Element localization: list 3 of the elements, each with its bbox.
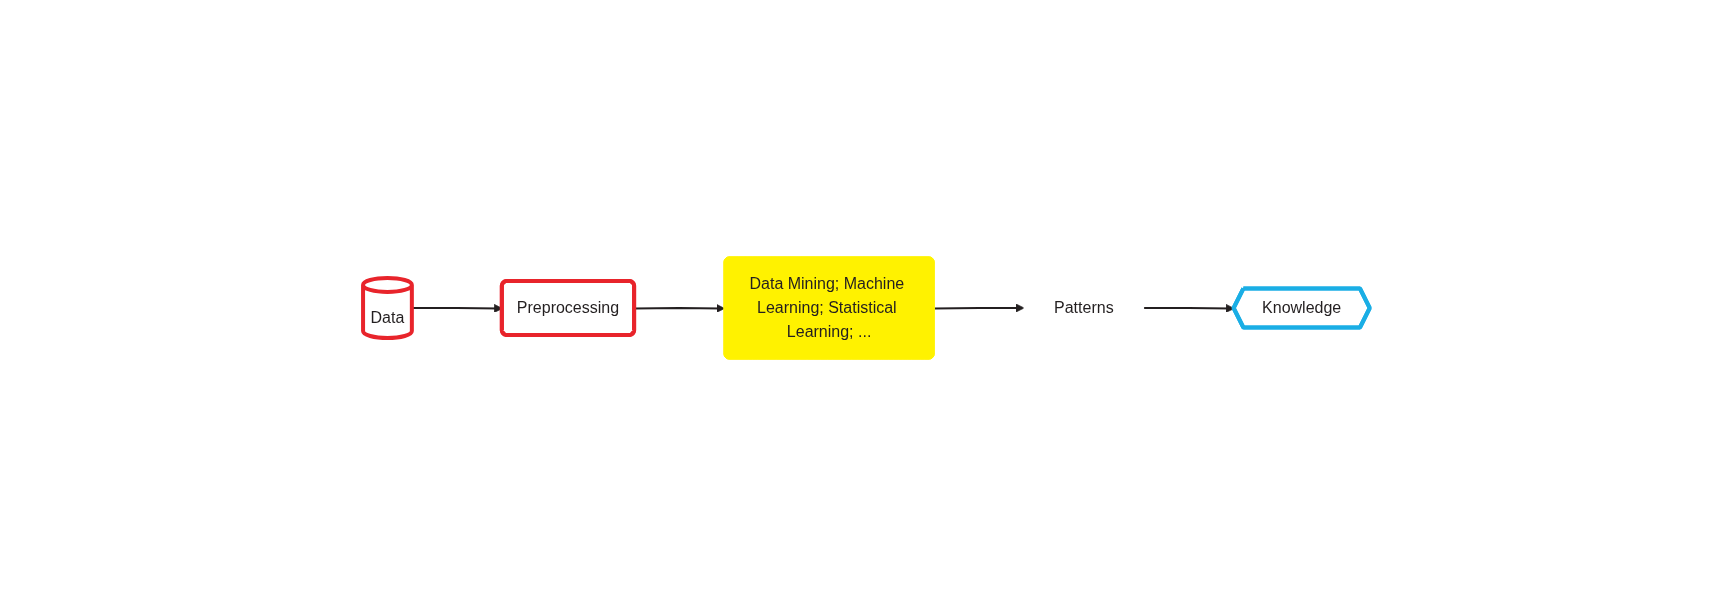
node-text: Patterns [1054,298,1114,316]
arrow [1142,304,1235,313]
arrow [933,303,1025,313]
